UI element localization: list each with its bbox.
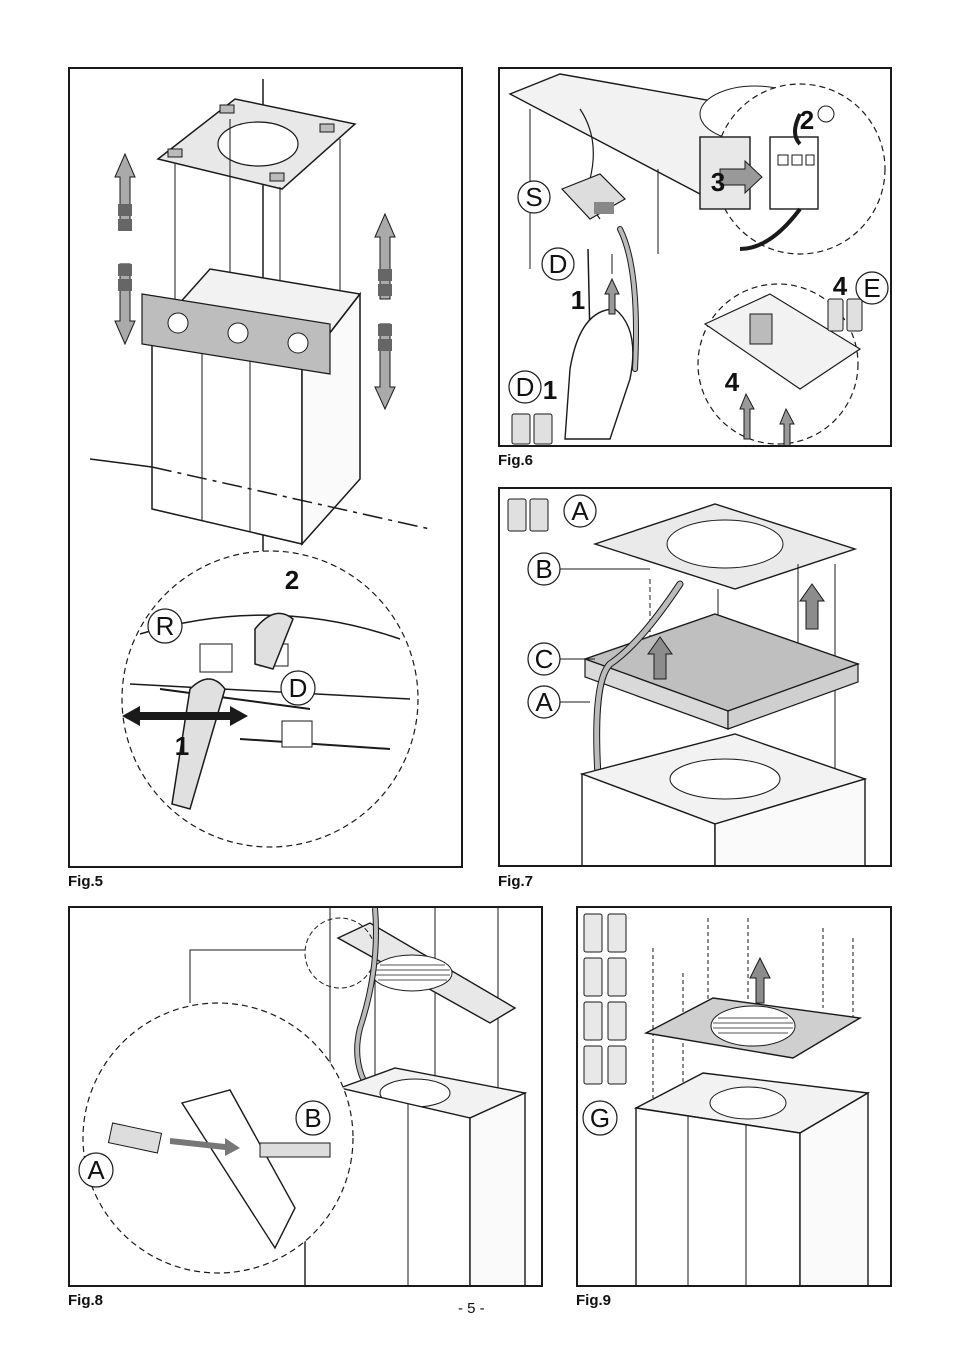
fig6-caption: Fig.6 (498, 452, 534, 469)
fig6-step-3: 3 (711, 167, 725, 197)
fig5-step-2: 2 (285, 565, 299, 595)
fig8-caption: Fig.8 (68, 1292, 104, 1309)
fig6-callout-s: S (525, 182, 542, 212)
fig6-step-2: 2 (800, 105, 814, 135)
fig7-kit-a: A (571, 496, 589, 526)
page-number: - 5 - (458, 1300, 485, 1317)
fig7-illustration: A B C A (507, 494, 868, 865)
fig7-panel: A B C A (498, 487, 892, 867)
fig6-callout-e: E (863, 273, 880, 303)
fig9-illustration: G (582, 913, 871, 1285)
fig5-callout-d: D (289, 673, 308, 703)
fig5-callout-r: R (156, 611, 175, 641)
fig8-illustration: B A (78, 908, 528, 1285)
fig9-caption: Fig.9 (576, 1292, 612, 1309)
fig6-step-1: 1 (571, 285, 585, 315)
fig9-panel: G (576, 906, 892, 1287)
fig5-panel: R D 1 2 (68, 67, 463, 868)
fig8-callout-b: B (304, 1103, 321, 1133)
fig7-callout-a: A (535, 687, 553, 717)
fig8-callout-a: A (87, 1155, 105, 1185)
fig7-caption: Fig.7 (498, 873, 534, 890)
fig6-panel: S D 1 D 1 2 3 E 4 4 (498, 67, 892, 447)
fig9-callout-g: G (590, 1103, 610, 1133)
fig8-panel: B A (68, 906, 543, 1287)
fig6-kit-count: 1 (543, 375, 557, 405)
fig6-e-count: 4 (833, 271, 848, 301)
fig5-step-1: 1 (175, 731, 189, 761)
fig5-caption: Fig.5 (68, 873, 104, 890)
fig5-illustration: R D 1 2 (89, 79, 431, 848)
fig6-kit-d: D (516, 372, 535, 402)
fig7-callout-c: C (535, 644, 554, 674)
fig6-callout-d: D (549, 249, 568, 279)
fig6-illustration: S D 1 D 1 2 3 E 4 4 (508, 73, 889, 445)
fig6-step-4: 4 (725, 367, 740, 397)
fig7-callout-b: B (535, 554, 552, 584)
